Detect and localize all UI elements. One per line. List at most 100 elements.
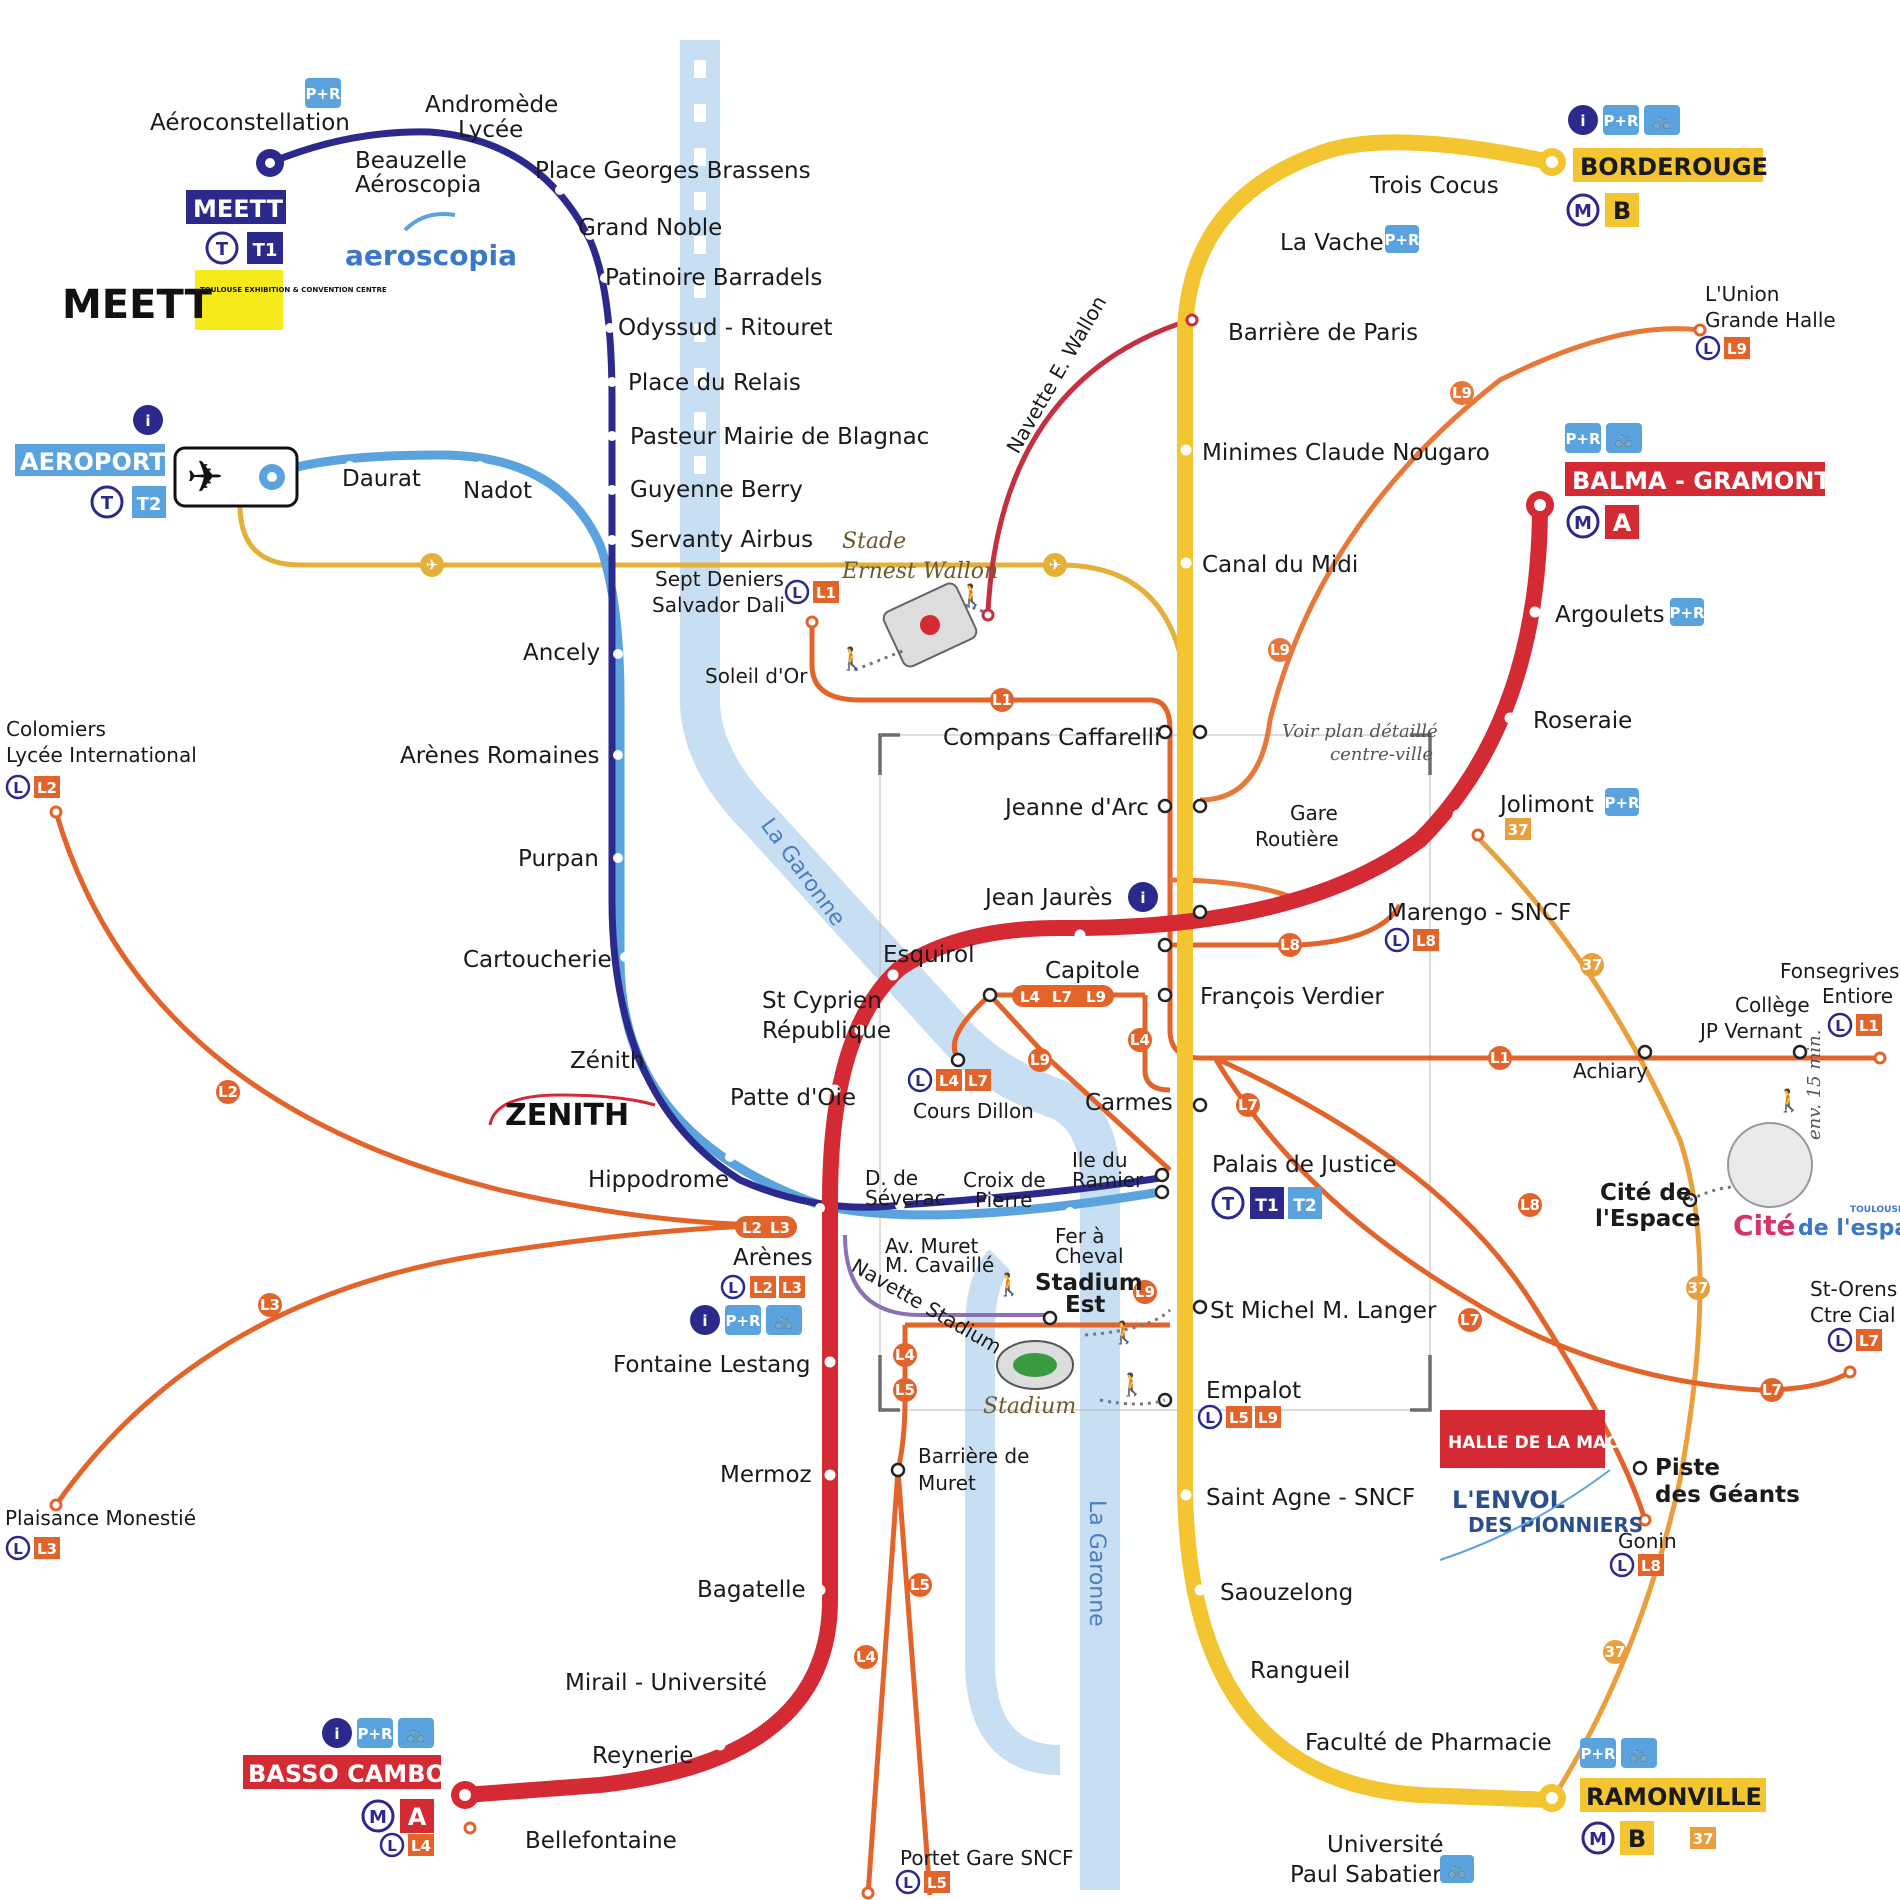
svg-text:Saouzelong: Saouzelong [1220, 1580, 1353, 1606]
svg-text:Plaisance Monestié: Plaisance Monestié [5, 1506, 196, 1530]
capitole-pills: L4 L7 L9 L2 L3 [735, 985, 1114, 1238]
logo-meett: MEETT TOULOUSE EXHIBITION & CONVENTION C… [62, 270, 387, 330]
svg-text:L4: L4 [939, 1072, 959, 1090]
svg-text:Saint Agne - SNCF: Saint Agne - SNCF [1206, 1485, 1415, 1511]
svg-text:L: L [903, 1874, 913, 1892]
svg-text:L7: L7 [1859, 1332, 1879, 1350]
svg-text:Aéroconstellation: Aéroconstellation [150, 110, 350, 136]
wallon-end-dot [1185, 313, 1199, 327]
airport-box [173, 446, 299, 508]
svg-text:L8: L8 [1641, 1557, 1661, 1575]
svg-text:Soleil d'Or: Soleil d'Or [705, 664, 808, 688]
terminal-labels[interactable]: BORDEROUGE BALMA - GRAMONT BASSO CAMBO R… [15, 148, 1831, 1812]
svg-text:🚲: 🚲 [1653, 112, 1672, 130]
svg-text:Ramier: Ramier [1072, 1168, 1144, 1192]
svg-text:L3: L3 [37, 1540, 57, 1558]
svg-text:Minimes Claude Nougaro: Minimes Claude Nougaro [1202, 440, 1490, 466]
svg-text:P+R: P+R [1565, 430, 1601, 448]
svg-text:L2: L2 [218, 1083, 238, 1101]
svg-text:Barrière de Paris: Barrière de Paris [1228, 320, 1418, 346]
svg-text:T2: T2 [1293, 1196, 1316, 1216]
svg-text:🚶: 🚶 [1118, 1372, 1145, 1397]
walk-paths [854, 603, 1761, 1406]
svg-text:Palais de Justice: Palais de Justice [1212, 1152, 1397, 1178]
svg-text:Faculté de Pharmacie: Faculté de Pharmacie [1305, 1730, 1552, 1756]
svg-text:L3: L3 [260, 1296, 280, 1314]
badges: i P+R 🚲 M B P+R 🚲 M A i P+R 🚲 M A P+R 🚲 … [5, 78, 1882, 1895]
line-tram-T2 [270, 450, 1161, 1220]
line-airport-shuttle [237, 504, 1188, 681]
svg-text:Av. Muret: Av. Muret [885, 1234, 979, 1258]
svg-text:BORDEROUGE: BORDEROUGE [1580, 153, 1768, 181]
svg-text:Servanty Airbus: Servanty Airbus [630, 527, 813, 553]
svg-text:Place du Relais: Place du Relais [628, 370, 801, 396]
svg-text:Arènes: Arènes [733, 1245, 813, 1271]
svg-text:37: 37 [1693, 1830, 1714, 1848]
svg-text:Esquirol: Esquirol [883, 942, 975, 968]
svg-text:centre-ville: centre-ville [1330, 744, 1433, 765]
svg-text:env. 15 min.: env. 15 min. [1804, 1030, 1825, 1141]
svg-text:L1: L1 [1490, 1049, 1510, 1067]
line-L9 [1199, 326, 1701, 803]
svg-text:T: T [101, 493, 114, 514]
svg-text:L1: L1 [816, 584, 836, 602]
svg-text:Compans Caffarelli: Compans Caffarelli [943, 725, 1160, 751]
svg-text:A: A [408, 1803, 427, 1831]
svg-text:TOULOUSE EXHIBITION & CONVENTI: TOULOUSE EXHIBITION & CONVENTION CENTRE [200, 286, 387, 294]
centre-labels: D. de Séverac Croix de Pierre Ile du Ram… [865, 1148, 1144, 1870]
metro-A-labels: L'Union Grande Halle Argoulets Roseraie … [525, 282, 1836, 1854]
svg-text:Rangueil: Rangueil [1250, 1658, 1350, 1684]
svg-text:Jolimont: Jolimont [1498, 792, 1594, 818]
svg-text:Piste: Piste [1655, 1455, 1720, 1481]
svg-text:L5: L5 [927, 1874, 947, 1892]
svg-text:🚶: 🚶 [995, 1272, 1022, 1297]
tram-stops [345, 135, 1075, 1217]
svg-text:Zénith: Zénith [570, 1048, 644, 1074]
svg-text:Argoulets: Argoulets [1555, 602, 1665, 628]
svg-text:Mermoz: Mermoz [720, 1462, 812, 1488]
logo-zenith: ZENITH [488, 1093, 656, 1133]
svg-text:Bagatelle: Bagatelle [697, 1577, 806, 1603]
svg-text:Cartoucherie: Cartoucherie [463, 947, 612, 973]
svg-text:Ctre Cial: Ctre Cial [1810, 1303, 1896, 1327]
pedestrian-icons: 🚶🚶🚶🚶🚶🚶 [838, 583, 1802, 1397]
svg-text:T1: T1 [1255, 1196, 1278, 1216]
svg-text:Marengo - SNCF: Marengo - SNCF [1387, 900, 1571, 926]
svg-text:T1: T1 [253, 240, 278, 261]
svg-text:Collège: Collège [1735, 993, 1810, 1017]
svg-text:DES PIONNIERS: DES PIONNIERS [1468, 1513, 1643, 1537]
svg-text:L: L [792, 584, 802, 602]
svg-text:T: T [216, 239, 229, 260]
svg-text:✈: ✈ [426, 556, 439, 574]
svg-text:AEROPORT: AEROPORT [20, 448, 166, 476]
svg-text:🚶: 🚶 [838, 646, 865, 671]
svg-text:L: L [387, 1837, 397, 1855]
svg-text:Séverac: Séverac [865, 1186, 946, 1210]
svg-text:P+R: P+R [357, 1725, 393, 1743]
svg-text:Hippodrome: Hippodrome [588, 1167, 729, 1193]
svg-text:Daurat: Daurat [342, 466, 421, 492]
svg-text:L1: L1 [992, 691, 1012, 709]
svg-text:aeroscopia: aeroscopia [345, 239, 517, 272]
svg-text:Voir plan détaillé: Voir plan détaillé [1282, 721, 1438, 742]
svg-text:BASSO CAMBO: BASSO CAMBO [248, 1760, 446, 1788]
metro-A-stops [714, 606, 1541, 1751]
svg-text:Cité de: Cité de [1600, 1180, 1691, 1206]
svg-text:Paul Sabatier: Paul Sabatier [1290, 1862, 1442, 1888]
svg-text:L5: L5 [910, 1576, 930, 1594]
wallon-start-dot [981, 608, 995, 622]
svg-text:P+R: P+R [305, 85, 341, 103]
svg-text:L4: L4 [895, 1346, 915, 1364]
svg-text:🚲: 🚲 [1615, 430, 1634, 448]
line-navette-wallon [985, 317, 1191, 613]
svg-text:Fontaine Lestang: Fontaine Lestang [613, 1352, 810, 1378]
svg-text:M: M [369, 1807, 387, 1828]
svg-text:L: L [1703, 340, 1713, 358]
svg-text:L8: L8 [1520, 1196, 1540, 1214]
svg-text:Nadot: Nadot [463, 478, 532, 504]
svg-text:St Cyprien: St Cyprien [762, 988, 882, 1014]
svg-text:L'ENVOL: L'ENVOL [1452, 1486, 1565, 1514]
svg-text:RAMONVILLE: RAMONVILLE [1586, 1783, 1762, 1811]
logo-halle: HALLE DE LA MACHINE [1440, 1410, 1665, 1468]
line-L7 [1212, 1056, 1852, 1393]
